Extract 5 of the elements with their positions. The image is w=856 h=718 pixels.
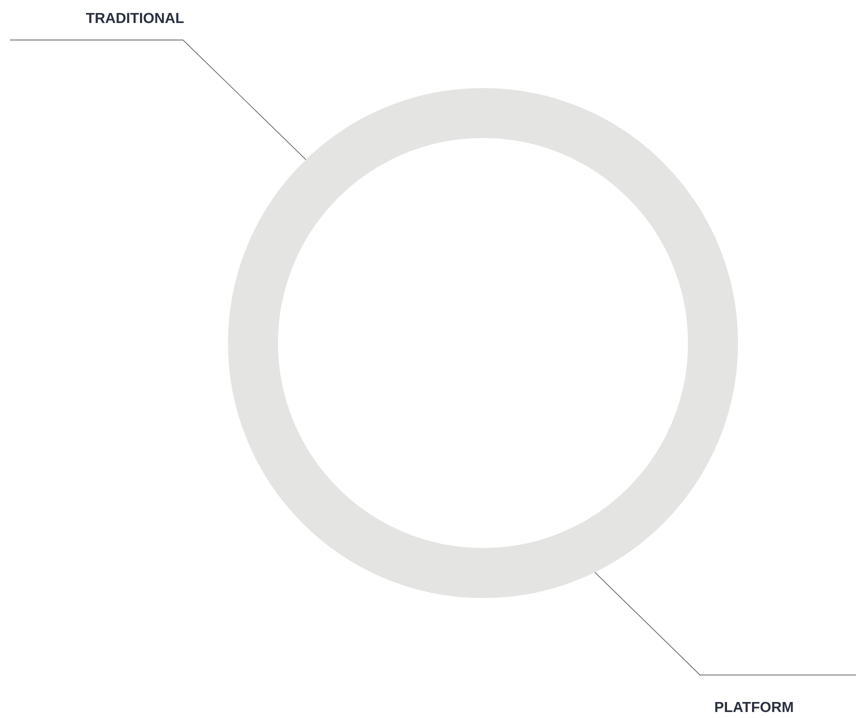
label-text: TRADITIONAL bbox=[86, 12, 184, 24]
leader-line bbox=[594, 572, 856, 676]
label-text: PLATFORM bbox=[715, 702, 793, 712]
leader-line bbox=[10, 40, 306, 160]
ring bbox=[228, 88, 738, 598]
